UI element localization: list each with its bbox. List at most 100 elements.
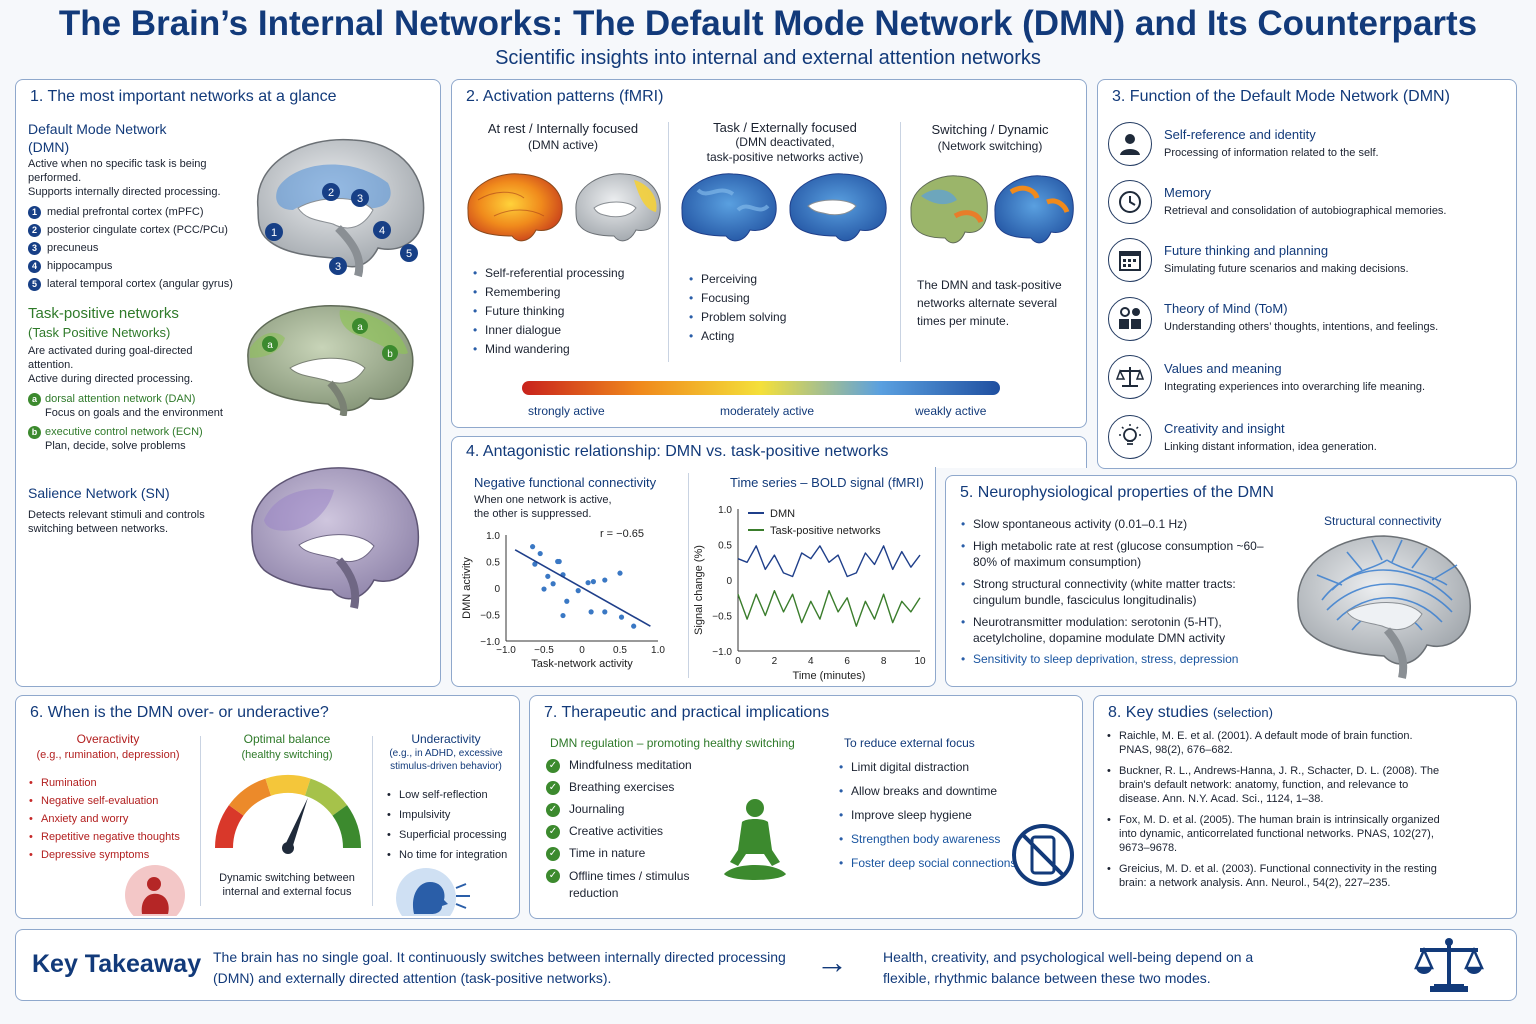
balance-caption: Dynamic switching between internal and e… — [219, 872, 355, 898]
col-rest-heading: At rest / Internally focused (DMN active… — [487, 121, 639, 152]
y-tick-label: 0.5 — [486, 558, 500, 569]
gauge-segment — [228, 778, 272, 816]
scatter-point — [575, 588, 581, 594]
panel-over-under-activity: 6. When is the DMN over- or underactive?… — [15, 695, 520, 919]
panel-title: 2. Activation patterns (fMRI) — [466, 88, 664, 105]
divider — [668, 122, 669, 362]
list-item: Self-referential processing — [472, 266, 662, 281]
scatter-point — [631, 623, 637, 629]
person-icon — [1108, 122, 1152, 166]
list-item: Rumination — [28, 776, 198, 790]
series-line-task-positive — [737, 590, 921, 627]
scatter-title: Negative functional connectivity — [474, 475, 657, 490]
task-list: Perceiving Focusing Problem solving Acti… — [688, 272, 878, 344]
underactivity-heading: Underactivity (e.g., in ADHD, excessive … — [389, 732, 503, 772]
arrow-right-icon: → — [816, 944, 848, 980]
svg-text:3: 3 — [335, 261, 341, 273]
overactivity-heading: Overactivity (e.g., rumination, depressi… — [36, 732, 180, 761]
dmn-name: Default Mode Network — [28, 121, 167, 137]
scatter-point — [602, 609, 608, 615]
scatter-point — [618, 614, 625, 620]
y-tick-label: 0 — [494, 584, 500, 595]
switching-brain-images — [910, 175, 1074, 244]
sn-desc: Detects relevant stimuli and controls sw… — [28, 509, 205, 535]
scatter-point — [590, 579, 596, 585]
gauge-segment — [215, 805, 244, 849]
takeaway-title: Key Takeaway — [32, 950, 202, 978]
regulation-heading: DMN regulation – promoting healthy switc… — [550, 736, 795, 750]
list-item: Acting — [688, 329, 878, 344]
check-icon: ✓ — [546, 780, 560, 795]
scatter-point — [602, 577, 608, 583]
list-item: ✓Creative activities — [546, 824, 746, 846]
panel-neurophysiology: 5. Neurophysiological properties of the … — [945, 475, 1517, 687]
correlation-annotation: r = −0.65 — [600, 528, 644, 540]
x-tick-label: 0 — [735, 656, 741, 667]
tpn-desc: Are activated during goal-directed atten… — [28, 345, 194, 385]
distracted-head-icon — [396, 868, 470, 916]
gauge-segment — [332, 805, 361, 849]
panel-key-takeaway: Key Takeaway The brain has no single goa… — [15, 929, 1517, 1001]
panel-title: 3. Function of the Default Mode Network … — [1112, 88, 1450, 105]
legend-label: Task-positive networks — [770, 525, 881, 537]
x-tick-label: 0 — [579, 645, 585, 656]
y-tick-label: −0.5 — [480, 611, 500, 622]
svg-text:a: a — [267, 340, 273, 351]
x-tick-label: 4 — [808, 656, 814, 667]
scatter-point — [585, 580, 591, 586]
panel-title: 6. When is the DMN over- or underactive? — [30, 704, 329, 721]
panel-title: 4. Antagonistic relationship: DMN vs. ta… — [466, 443, 889, 460]
divider — [200, 736, 201, 906]
list-item: Limit digital distraction — [838, 760, 1028, 784]
external-focus-list: Limit digital distraction Allow breaks a… — [838, 760, 1028, 871]
svg-text:a: a — [357, 322, 363, 333]
svg-text:1: 1 — [271, 227, 277, 239]
check-icon: ✓ — [546, 846, 560, 861]
legend-strong: strongly active — [528, 404, 605, 418]
list-item: Strong structural connectivity (white ma… — [960, 576, 1280, 608]
tpn-name: Task-positive networks — [28, 305, 179, 322]
list-item: Mind wandering — [472, 342, 662, 357]
list-item: Problem solving — [688, 310, 878, 325]
list-item: Foster deep social connections — [838, 856, 1028, 871]
x-tick-label: 10 — [914, 656, 926, 667]
x-tick-label: 1.0 — [651, 645, 665, 656]
list-item: Fox, M. D. et al. (2005). The human brai… — [1106, 813, 1441, 855]
regulation-list: ✓Mindfulness meditation ✓Breathing exerc… — [546, 758, 746, 902]
list-item: Impulsivity — [386, 808, 521, 822]
dmn-abbr: (DMN) — [28, 139, 70, 155]
meditation-icon — [724, 799, 786, 880]
svg-text:b: b — [387, 349, 393, 360]
panel-title: 5. Neurophysiological properties of the … — [960, 484, 1274, 501]
list-item: ✓Time in nature — [546, 846, 746, 868]
x-tick-label: −0.5 — [534, 645, 554, 656]
check-icon: ✓ — [546, 824, 560, 839]
y-axis-label: DMN activity — [461, 557, 473, 619]
lightbulb-icon — [1108, 415, 1152, 459]
list-item: No time for integration — [386, 848, 521, 862]
list-item: High metabolic rate at rest (glucose con… — [960, 538, 1280, 570]
panel-activation-patterns: 2. Activation patterns (fMRI) At rest / … — [451, 79, 1087, 428]
people-icon — [1108, 297, 1152, 341]
list-item: Allow breaks and downtime — [838, 784, 1028, 808]
y-tick-label: −0.5 — [712, 612, 732, 623]
x-tick-label: 8 — [881, 656, 887, 667]
scatter-point — [588, 609, 594, 615]
gauge-hub — [282, 842, 294, 854]
check-icon: ✓ — [546, 758, 560, 773]
list-item: Raichle, M. E. et al. (2001). A default … — [1106, 729, 1441, 757]
dmn-desc: Active when no specific task is being pe… — [28, 158, 221, 198]
y-tick-label: 0 — [726, 576, 732, 587]
clock-icon — [1108, 180, 1152, 224]
scales-icon — [1414, 938, 1484, 992]
list-item: Negative self-evaluation — [28, 794, 198, 808]
scatter-point — [617, 570, 623, 576]
sn-name: Salience Network (SN) — [28, 485, 170, 501]
legend-label: DMN — [770, 508, 795, 520]
